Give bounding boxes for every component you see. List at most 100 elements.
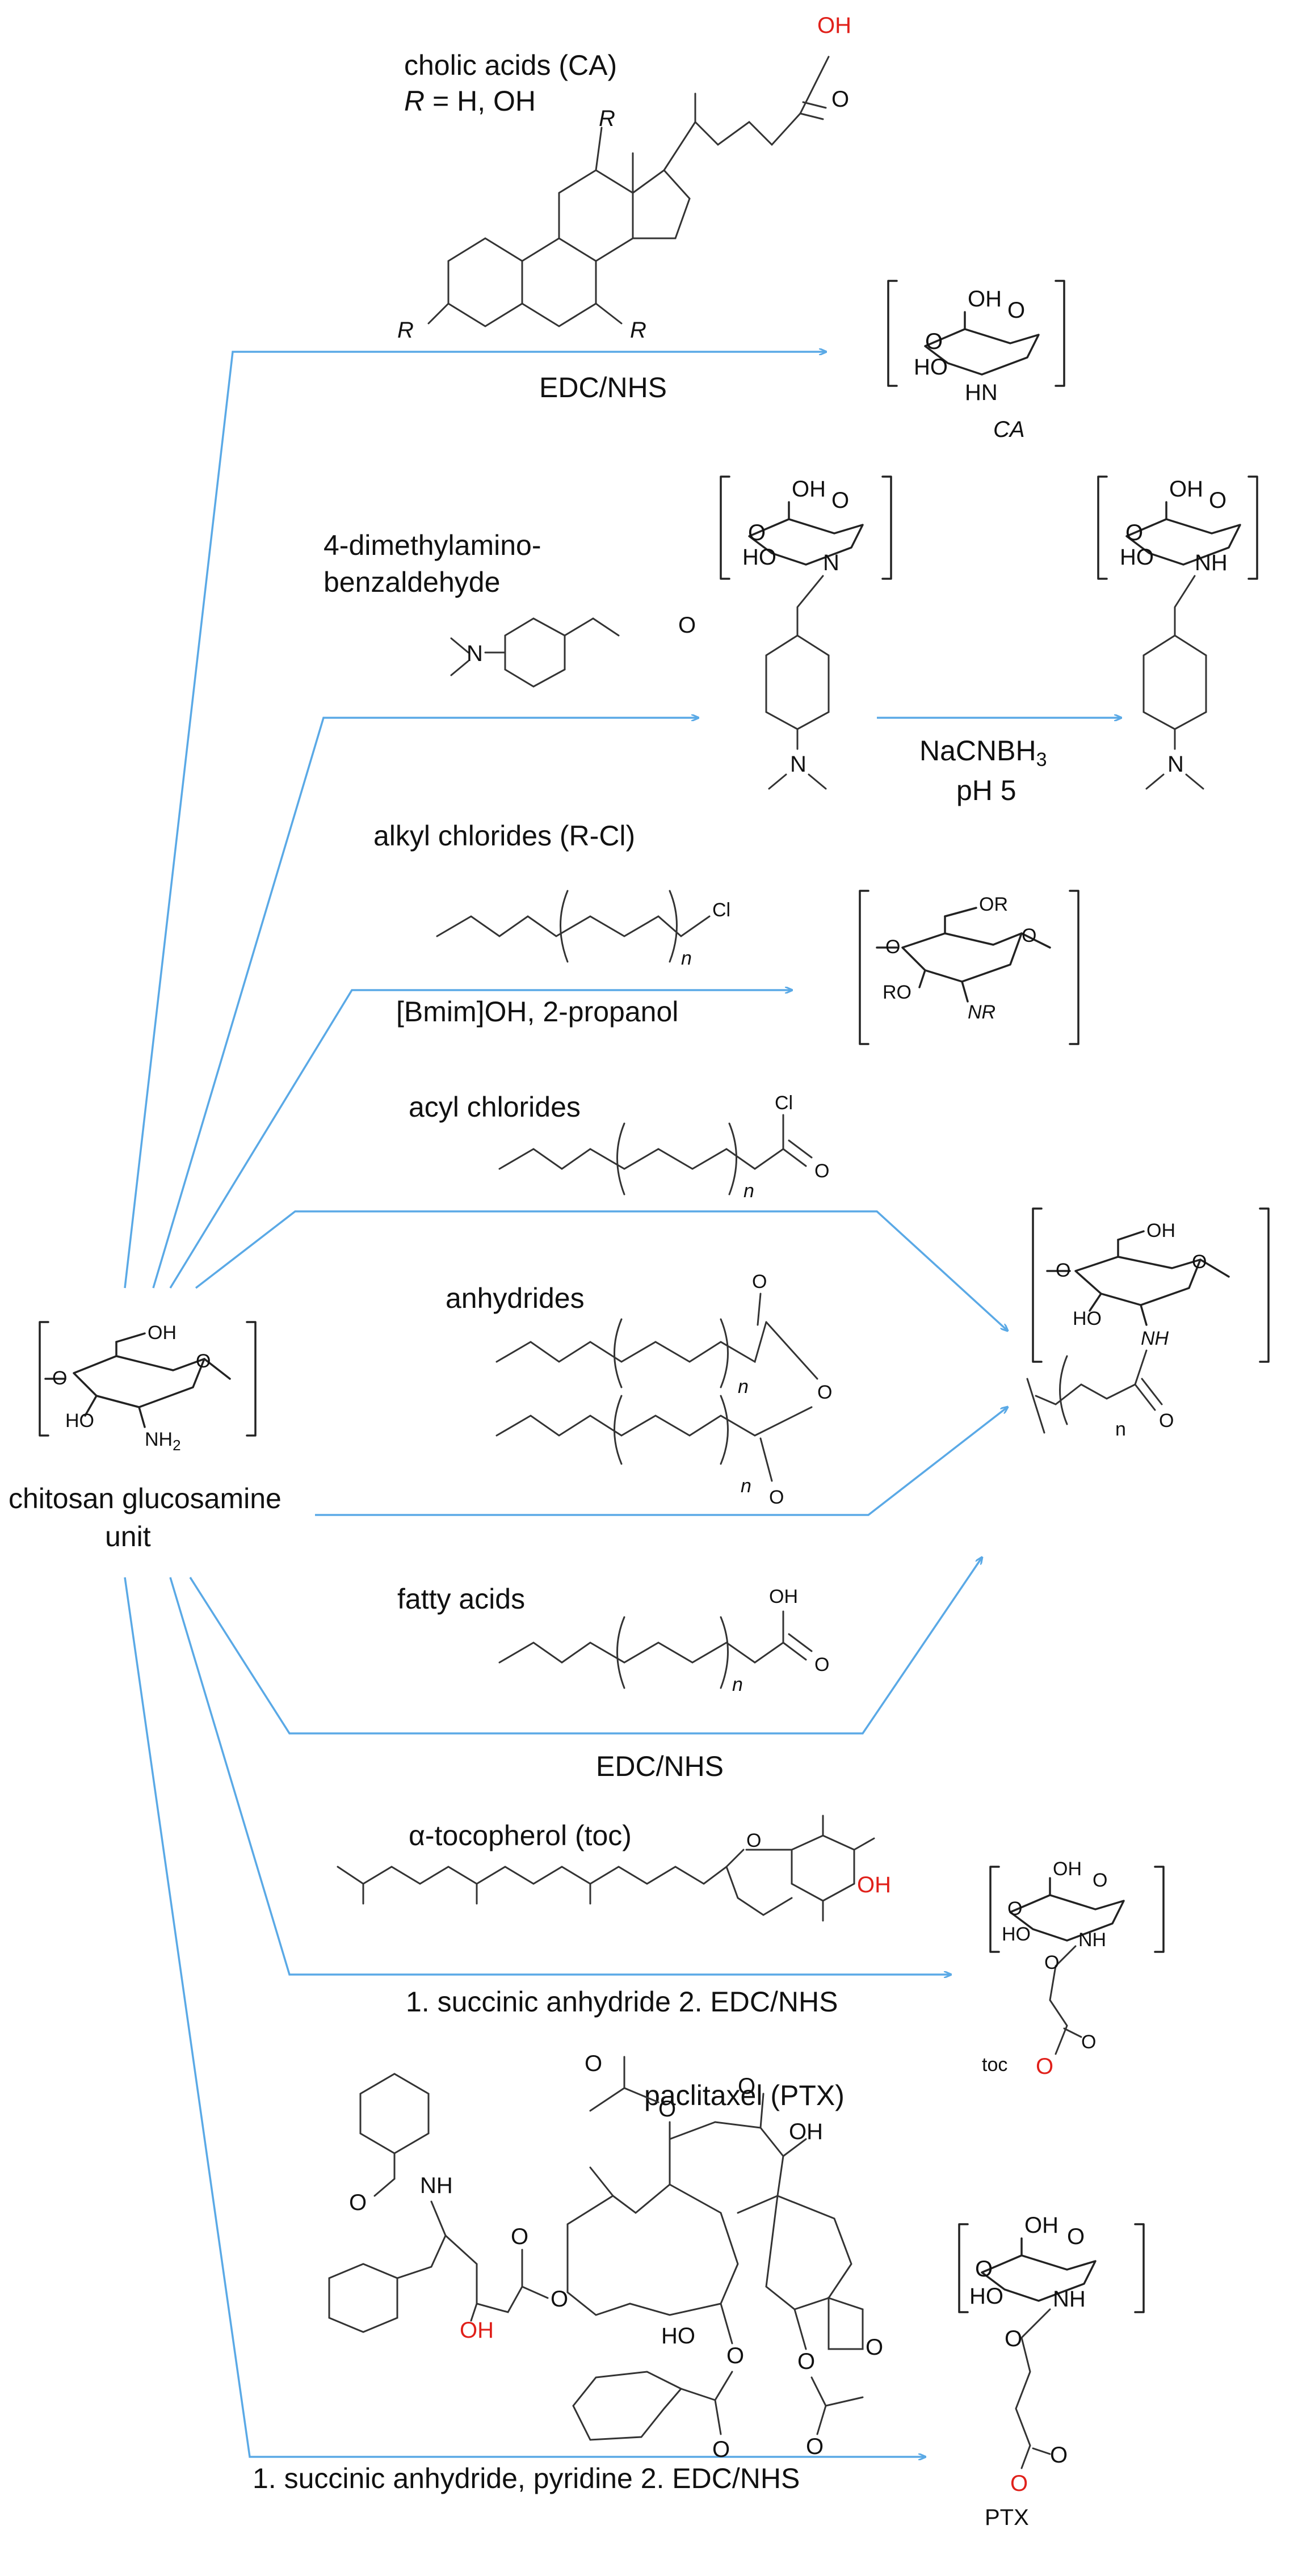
svg-text:OH: OH xyxy=(792,477,826,502)
ptx-chitosan-product: O HO OH O NH O O O PTX xyxy=(958,2213,1145,2530)
anhydride-structure: anhydrides O O n O n xyxy=(446,1271,832,1508)
alkyl-chloride-structure: alkyl chlorides (R-Cl) Cl n xyxy=(373,820,730,969)
svg-text:O: O xyxy=(1056,1260,1070,1281)
svg-text:N: N xyxy=(1167,752,1184,777)
svg-text:O: O xyxy=(831,488,849,513)
svg-text:O: O xyxy=(752,1271,767,1293)
svg-text:HO: HO xyxy=(742,545,776,570)
svg-text:OR: OR xyxy=(979,894,1008,915)
n-alkyl-chitosan-product: OR O RO O NR xyxy=(859,890,1079,1045)
svg-text:O: O xyxy=(349,2190,367,2215)
svg-text:O: O xyxy=(925,329,943,354)
arrow-acyl xyxy=(195,1210,1007,1331)
ptx-step-label: 1. succinic anhydride, pyridine 2. EDC/N… xyxy=(253,2463,800,2494)
arrow-alkyl xyxy=(169,990,792,1289)
amine-group: NH2 xyxy=(145,1429,181,1454)
svg-text:O: O xyxy=(769,1487,784,1508)
svg-text:NH: NH xyxy=(1078,1929,1106,1951)
cholic-acid-structure: cholic acids (CA) R = H, OH R R R OH O xyxy=(397,13,851,343)
svg-text:O: O xyxy=(1050,2443,1068,2468)
svg-text:O: O xyxy=(551,2287,568,2312)
svg-text:O: O xyxy=(1044,1952,1059,1973)
svg-text:HO: HO xyxy=(1002,1923,1031,1945)
svg-text:O: O xyxy=(511,2224,528,2249)
dmab-title-line1: 4-dimethylamino- xyxy=(324,529,541,561)
chitosan-glucosamine-unit: OH O O HO NH2 xyxy=(39,1321,257,1454)
svg-text:O: O xyxy=(738,2074,755,2099)
svg-text:OH: OH xyxy=(968,287,1002,312)
alkyl-chlorides-title: alkyl chlorides (R-Cl) xyxy=(373,820,635,852)
svg-text:O: O xyxy=(748,520,766,545)
svg-text:O: O xyxy=(1125,520,1143,545)
svg-text:OH: OH xyxy=(1169,477,1203,502)
svg-text:O: O xyxy=(726,2343,744,2368)
svg-text:N: N xyxy=(790,752,806,777)
reaction-arrows xyxy=(124,352,1121,2457)
dmab-structure: 4-dimethylamino- benzaldehyde N O xyxy=(324,529,696,688)
svg-text:NH: NH xyxy=(420,2173,453,2198)
svg-text:O: O xyxy=(797,2349,815,2374)
ptx-2-oh: OH xyxy=(460,2318,494,2343)
anhydrides-title: anhydrides xyxy=(446,1282,585,1314)
r-group-12: R xyxy=(599,106,615,131)
svg-text:HO: HO xyxy=(1073,1308,1102,1329)
acyl-chloride-structure: acyl chlorides Cl O n xyxy=(409,1091,829,1202)
svg-text:O: O xyxy=(1007,1898,1022,1920)
svg-text:PTX: PTX xyxy=(985,2505,1029,2530)
cholic-acid-title: cholic acids (CA) xyxy=(404,49,617,81)
svg-text:O: O xyxy=(585,2051,602,2076)
svg-text:OH: OH xyxy=(148,1322,177,1344)
svg-text:NH: NH xyxy=(1141,1328,1169,1349)
svg-text:NH: NH xyxy=(1053,2287,1086,2312)
svg-text:n: n xyxy=(732,1674,743,1695)
svg-text:O: O xyxy=(1005,2326,1022,2351)
svg-text:HO: HO xyxy=(969,2284,1003,2309)
arrow-anhydride xyxy=(315,1407,1007,1516)
dmab-title-line2: benzaldehyde xyxy=(324,566,500,598)
svg-text:n: n xyxy=(743,1180,754,1202)
svg-text:OH: OH xyxy=(769,1586,798,1607)
carboxyl-oh: OH xyxy=(817,13,851,38)
svg-text:O: O xyxy=(814,1160,829,1182)
svg-text:CA: CA xyxy=(993,417,1025,442)
svg-text:HN: HN xyxy=(965,380,998,405)
svg-text:OH: OH xyxy=(789,2119,823,2144)
toc-chitosan-product: O HO OH O NH O O O toc xyxy=(982,1858,1165,2079)
svg-text:OH: OH xyxy=(1024,2213,1058,2238)
svg-text:O: O xyxy=(678,613,696,638)
carboxyl-o: O xyxy=(831,87,849,112)
svg-text:Cl: Cl xyxy=(775,1092,793,1114)
svg-text:Cl: Cl xyxy=(712,899,730,921)
arrow-ptx xyxy=(124,1577,925,2457)
imine-product: O HO OH O N N xyxy=(720,475,892,790)
svg-text:N: N xyxy=(823,550,839,575)
svg-text:O: O xyxy=(1081,2031,1096,2053)
svg-text:n: n xyxy=(738,1376,749,1398)
svg-text:n: n xyxy=(1115,1419,1126,1440)
fatty-acid-structure: fatty acids OH O n xyxy=(397,1583,829,1695)
amine-product: O HO OH O NH N xyxy=(1097,475,1258,790)
bmim-conditions: [Bmim]OH, 2-propanol xyxy=(396,996,678,1028)
svg-text:HO: HO xyxy=(661,2324,695,2348)
svg-text:O: O xyxy=(658,2097,676,2122)
svg-text:O: O xyxy=(1067,2224,1085,2249)
ca-chitosan-product: O HO OH O HN CA xyxy=(887,280,1065,442)
svg-text:HO: HO xyxy=(914,355,948,380)
svg-text:O: O xyxy=(885,936,900,958)
svg-text:O: O xyxy=(1010,2471,1028,2496)
svg-text:O: O xyxy=(746,1830,761,1851)
reducing-agent-label: NaCNBH3 xyxy=(919,735,1047,771)
tocopherol-structure: α-tocopherol (toc) O OH xyxy=(337,1815,891,1922)
chitosan-label-line2: unit xyxy=(105,1521,151,1552)
svg-text:HO: HO xyxy=(1120,545,1154,570)
svg-text:O: O xyxy=(196,1350,211,1372)
svg-text:O: O xyxy=(1022,925,1036,946)
arrow-toc xyxy=(169,1577,951,1975)
svg-text:O: O xyxy=(1007,298,1025,323)
svg-text:NR: NR xyxy=(968,1001,995,1023)
ph-label: pH 5 xyxy=(956,775,1016,806)
r-group-3: R xyxy=(397,318,414,343)
svg-text:O: O xyxy=(52,1367,67,1389)
paclitaxel-structure: paclitaxel (PTX) O NH O OH O O OH O O O xyxy=(328,2051,883,2462)
